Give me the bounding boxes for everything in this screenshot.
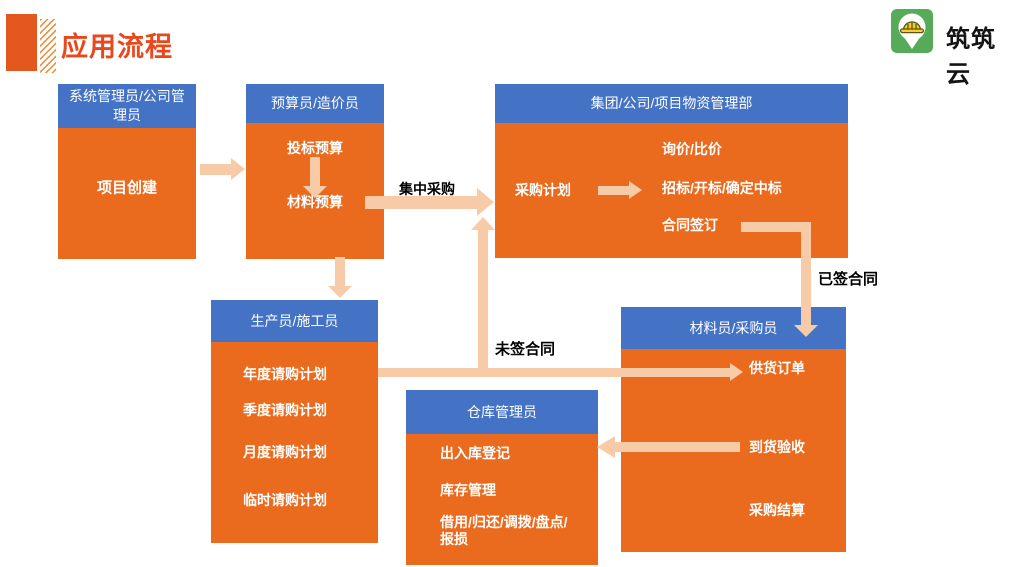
arrow-centralized-purchasing — [365, 196, 477, 209]
path-request-to-order — [378, 368, 730, 377]
box-system-admin: 系统管理员/公司管理员 项目创建 — [58, 84, 196, 259]
arrow-admin-to-budget-head — [231, 158, 245, 180]
page-title: 应用流程 — [61, 32, 173, 62]
path-unsigned-branch — [478, 229, 488, 377]
box-materials-dept: 集团/公司/项目物资管理部 采购计划 询价/比价 招标/开标/确定中标 合同签订 — [495, 84, 848, 258]
flow-step-monthly-request: 月度请购计划 — [243, 444, 327, 460]
label-unsigned-contract: 未签合同 — [495, 341, 556, 358]
path-signed-contract-head — [794, 325, 818, 337]
arrow-budget-to-production — [335, 257, 345, 286]
logo — [891, 9, 933, 53]
flow-step-arrival-inspection: 到货验收 — [749, 439, 805, 455]
box-purchaser: 材料员/采购员 供货订单 到货验收 采购结算 — [621, 307, 846, 552]
flow-step-material-budget: 材料预算 — [287, 194, 343, 210]
arrow-admin-to-budget — [200, 164, 231, 175]
flow-step-purchase-settlement: 采购结算 — [749, 502, 805, 518]
flow-step-inventory: 库存管理 — [440, 482, 496, 498]
arrow-budget-to-production-head — [328, 286, 352, 298]
title-decor-square — [6, 14, 37, 71]
arrow-bid-to-material — [310, 157, 320, 186]
flow-step-temporary-request: 临时请购计划 — [243, 492, 327, 508]
path-unsigned-branch-head — [471, 217, 495, 230]
flow-step-contract-sign: 合同签订 — [662, 217, 718, 233]
flow-step-bid-budget: 投标预算 — [287, 140, 343, 156]
box-system-admin-header: 系统管理员/公司管理员 — [58, 84, 196, 128]
path-request-to-order-head — [730, 363, 743, 381]
box-budget-staff-header: 预算员/造价员 — [246, 84, 384, 123]
label-centralized-purchasing: 集中采购 — [399, 181, 455, 197]
path-signed-contract-horizontal — [741, 222, 811, 232]
flow-step-supply-order: 供货订单 — [749, 360, 805, 376]
flow-step-tender: 招标/开标/确定中标 — [662, 180, 782, 196]
flow-step-annual-request: 年度请购计划 — [243, 366, 327, 382]
logo-text: 筑筑云 — [946, 26, 996, 88]
flow-step-borrow-return: 借用/归还/调拨/盘点/报损 — [440, 514, 568, 547]
label-signed-contract: 已签合同 — [818, 271, 879, 288]
hard-hat-pin-icon — [891, 13, 933, 57]
flow-step-purchase-plan: 采购计划 — [515, 182, 571, 198]
arrow-inspection-to-warehouse-head — [597, 436, 615, 458]
arrow-plan-to-steps — [598, 186, 629, 195]
arrow-inspection-to-warehouse — [615, 442, 740, 452]
path-signed-contract-vertical — [801, 222, 811, 325]
arrow-centralized-purchasing-head — [477, 188, 494, 216]
title-decor-hatch — [40, 19, 56, 73]
box-warehouse-manager: 仓库管理员 出入库登记 库存管理 借用/归还/调拨/盘点/报损 — [406, 390, 598, 565]
flow-step-project-create: 项目创建 — [96, 179, 157, 197]
box-warehouse-manager-header: 仓库管理员 — [406, 390, 598, 434]
flow-step-inquiry: 询价/比价 — [662, 141, 722, 157]
arrow-plan-to-steps-head — [629, 181, 642, 199]
arrow-bid-to-material-head — [303, 186, 327, 198]
box-materials-dept-header: 集团/公司/项目物资管理部 — [495, 84, 848, 123]
flow-step-in-out-register: 出入库登记 — [440, 445, 510, 461]
box-production-staff: 生产员/施工员 年度请购计划 季度请购计划 月度请购计划 临时请购计划 — [211, 300, 378, 543]
flow-step-quarterly-request: 季度请购计划 — [243, 402, 327, 418]
box-production-staff-header: 生产员/施工员 — [211, 300, 378, 342]
